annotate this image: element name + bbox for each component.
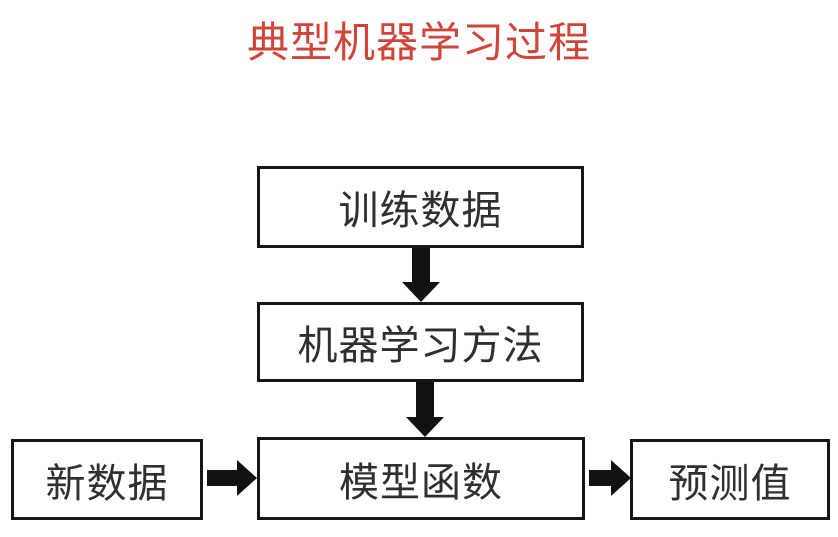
- arrow-head: [611, 460, 631, 496]
- arrow-down-training-to-method-icon: [402, 248, 440, 302]
- node-training-data: 训练数据: [257, 166, 584, 248]
- arrow-shaft: [207, 470, 238, 486]
- node-prediction-value: 预测值: [630, 439, 830, 520]
- node-model-function: 模型函数: [257, 437, 585, 520]
- arrow-head: [237, 460, 257, 496]
- arrow-head: [406, 417, 444, 437]
- arrow-down-method-to-model-icon: [406, 382, 444, 437]
- arrow-head: [402, 282, 440, 302]
- node-ml-method: 机器学习方法: [257, 302, 584, 382]
- arrow-right-model-to-prediction-icon: [589, 460, 631, 496]
- arrow-shaft: [589, 470, 612, 486]
- arrow-shaft: [416, 382, 434, 417]
- node-new-data: 新数据: [11, 439, 203, 520]
- arrow-shaft: [412, 248, 430, 282]
- diagram-title: 典型机器学习过程: [246, 19, 591, 66]
- arrow-right-newdata-to-model-icon: [207, 460, 257, 496]
